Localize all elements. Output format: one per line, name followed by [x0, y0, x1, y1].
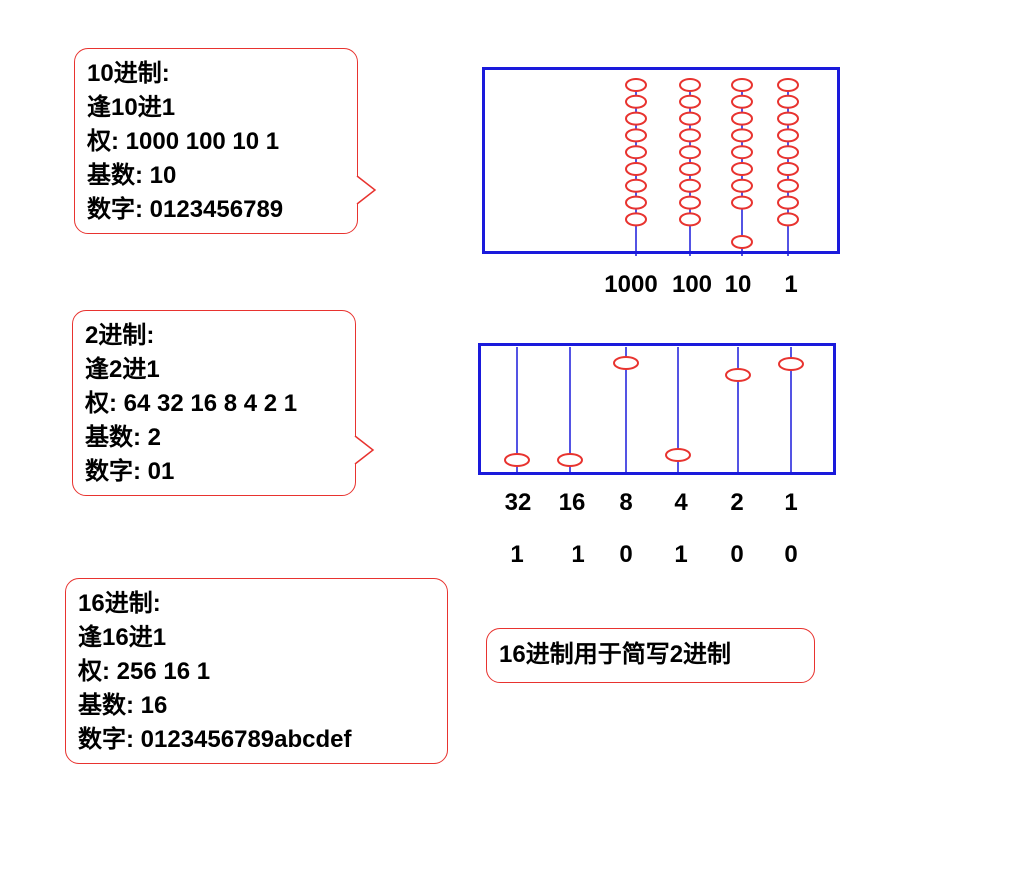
decimal-bead	[679, 162, 701, 176]
decimal-rod-label: 1	[784, 271, 798, 298]
decimal-bead	[679, 145, 701, 160]
binary-rod-label: 1	[784, 489, 798, 516]
decimal-bead	[679, 94, 701, 109]
decimal-bead	[731, 111, 753, 126]
hex-note-text: 16进制用于简写2进制	[499, 641, 732, 668]
binary-rod-label: 16	[558, 489, 586, 516]
binary-weights: 权: 64 32 16 8 4 2 1	[85, 390, 298, 417]
decimal-bead	[679, 78, 701, 92]
decimal-bead	[625, 111, 647, 126]
decimal-bead	[625, 195, 647, 210]
decimal-rod-label: 10	[724, 271, 752, 298]
decimal-bead	[777, 145, 799, 160]
binary-rod-label: 8	[619, 489, 633, 516]
binary-base: 基数: 2	[85, 424, 162, 451]
decimal-bead	[777, 212, 799, 227]
binary-bead	[665, 448, 691, 462]
binary-bead	[504, 453, 530, 467]
hex-info-bubble: 16进制: 逢16进1 权: 256 16 1 基数: 16 数字: 01234…	[65, 578, 448, 764]
decimal-bead	[625, 128, 647, 143]
binary-title: 2进制:	[85, 322, 155, 349]
binary-bit-value: 0	[730, 541, 744, 568]
decimal-bead	[777, 128, 799, 143]
decimal-bead	[625, 94, 647, 109]
binary-bead	[725, 368, 751, 382]
decimal-bead	[777, 162, 799, 176]
binary-carry-rule: 逢2进1	[85, 356, 160, 383]
binary-bead	[613, 356, 639, 370]
decimal-bead	[777, 78, 799, 92]
decimal-title: 10进制:	[87, 60, 170, 87]
decimal-weights: 权: 1000 100 10 1	[87, 128, 280, 155]
hex-digits: 数字: 0123456789abcdef	[78, 726, 352, 753]
binary-bit-value: 1	[674, 541, 688, 568]
decimal-bead	[731, 78, 753, 92]
binary-bit-value: 1	[510, 541, 524, 568]
hex-weights: 权: 256 16 1	[78, 658, 211, 685]
decimal-bead	[731, 145, 753, 160]
hex-title: 16进制:	[78, 590, 161, 617]
decimal-bead	[731, 195, 753, 210]
binary-digits: 数字: 01	[85, 458, 175, 485]
decimal-bead	[625, 162, 647, 176]
hex-note-bubble: 16进制用于简写2进制	[486, 628, 815, 683]
decimal-bead	[777, 111, 799, 126]
decimal-bead	[679, 178, 701, 193]
decimal-bead	[777, 94, 799, 109]
decimal-bead	[731, 162, 753, 176]
decimal-bead	[625, 78, 647, 92]
binary-info-bubble: 2进制: 逢2进1 权: 64 32 16 8 4 2 1 基数: 2 数字: …	[72, 310, 356, 496]
decimal-bead	[679, 212, 701, 227]
hex-base: 基数: 16	[78, 692, 168, 719]
decimal-bead	[777, 178, 799, 193]
decimal-bead	[731, 235, 753, 249]
binary-bit-value: 0	[784, 541, 798, 568]
decimal-bead	[679, 128, 701, 143]
decimal-rod-label: 1000	[604, 271, 658, 298]
binary-rod-label: 4	[674, 489, 688, 516]
decimal-info-bubble: 10进制: 逢10进1 权: 1000 100 10 1 基数: 10 数字: …	[74, 48, 358, 234]
decimal-bead	[625, 212, 647, 227]
decimal-bead	[731, 94, 753, 109]
binary-bit-value: 1	[571, 541, 585, 568]
decimal-bead	[731, 178, 753, 193]
decimal-bead	[625, 145, 647, 160]
binary-bit-value: 0	[619, 541, 633, 568]
binary-abacus-frame	[478, 343, 836, 475]
decimal-abacus-frame	[482, 67, 840, 254]
binary-rod-label: 2	[730, 489, 744, 516]
binary-rod-label: 32	[504, 489, 532, 516]
decimal-bead	[777, 195, 799, 210]
decimal-base: 基数: 10	[87, 162, 177, 189]
decimal-digits: 数字: 0123456789	[87, 196, 284, 223]
decimal-bead	[679, 195, 701, 210]
binary-bead	[557, 453, 583, 467]
binary-bead	[778, 357, 804, 371]
decimal-bead	[679, 111, 701, 126]
decimal-rod-label: 100	[671, 271, 713, 298]
decimal-bead	[731, 128, 753, 143]
hex-carry-rule: 逢16进1	[78, 624, 167, 651]
decimal-bead	[625, 178, 647, 193]
decimal-carry-rule: 逢10进1	[87, 94, 176, 121]
